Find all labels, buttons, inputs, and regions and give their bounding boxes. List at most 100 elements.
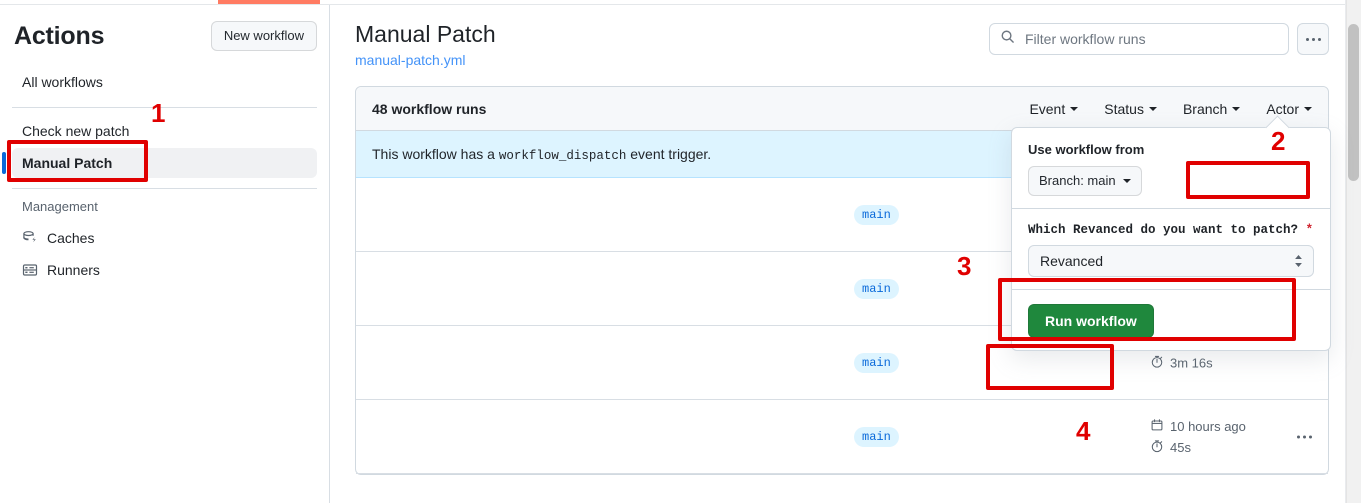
row-duration-text: 3m 16s — [1170, 355, 1213, 370]
dispatch-submit-section: Run workflow — [1012, 290, 1330, 350]
sidebar: Actions New workflow All workflows Check… — [0, 5, 330, 503]
dispatch-text-before: This workflow has a — [372, 145, 495, 162]
filter-actor-label: Actor — [1266, 100, 1299, 117]
filter-actor[interactable]: Actor — [1266, 101, 1312, 117]
main-content: Manual Patch manual-patch.yml — [331, 5, 1353, 503]
kebab-menu-icon — [1311, 37, 1315, 41]
table-row[interactable]: main 3m 16s — [356, 326, 1328, 400]
branch-select-label: Branch: main — [1039, 173, 1116, 188]
chevron-down-icon — [1070, 106, 1079, 111]
header-kebab-button[interactable] — [1297, 23, 1329, 55]
row-meta: 3m 16s — [1150, 354, 1268, 371]
runners-icon — [22, 262, 38, 278]
sidebar-section-management: Management — [22, 199, 98, 214]
sidebar-item-runners[interactable]: Runners — [12, 255, 317, 285]
table-row[interactable]: main — [356, 178, 1328, 252]
sidebar-header: Actions New workflow — [12, 5, 317, 51]
chevron-down-icon — [1232, 106, 1241, 111]
kebab-menu-icon — [1297, 435, 1300, 438]
row-updated-text: 10 hours ago — [1170, 418, 1246, 434]
row-duration: 3m 16s — [1150, 354, 1213, 371]
runs-panel-header: 48 workflow runs Event Status Branch — [356, 87, 1328, 131]
top-orange-indicator — [218, 0, 320, 4]
workflow-runs-panel: 48 workflow runs Event Status Branch — [355, 86, 1331, 475]
search-input[interactable] — [1023, 30, 1278, 48]
workflow-runs-count: 48 workflow runs — [372, 100, 487, 117]
workflow-header: Manual Patch manual-patch.yml — [355, 5, 1329, 68]
row-duration: 45s — [1150, 439, 1191, 456]
table-row[interactable]: main 10 hours ago — [356, 400, 1328, 474]
sidebar-item-all-workflows[interactable]: All workflows — [12, 67, 317, 97]
filter-branch[interactable]: Branch — [1182, 100, 1241, 117]
filter-event-label: Event — [1029, 100, 1066, 117]
filter-workflow-runs-box[interactable] — [989, 23, 1289, 55]
kebab-menu-icon — [1309, 435, 1312, 438]
sidebar-divider-2 — [12, 188, 317, 189]
run-workflow-dropdown-panel: Use workflow from Branch: main Which Rev… — [1011, 127, 1331, 351]
row-branch-badge[interactable]: main — [854, 352, 899, 373]
row-branch-badge[interactable]: main — [854, 278, 899, 299]
revanced-select-value: Revanced — [1040, 253, 1104, 269]
row-branch-badge[interactable]: main — [854, 426, 899, 447]
sidebar-item-label: Caches — [47, 230, 95, 246]
sidebar-divider-1 — [12, 107, 317, 108]
workflow-input-question: Which Revanced do you want to patch? * — [1028, 223, 1314, 237]
workflow-title-block: Manual Patch manual-patch.yml — [355, 19, 496, 68]
select-spinner-icon — [1293, 254, 1304, 268]
workflow-input-question-text: Which Revanced do you want to patch? — [1028, 223, 1299, 237]
sidebar-item-caches[interactable]: Caches — [12, 223, 317, 253]
filter-branch-label: Branch — [1182, 100, 1228, 117]
row-branch-badge[interactable]: main — [854, 204, 899, 225]
dispatch-text-after: event trigger. — [630, 145, 712, 162]
sidebar-item-label: All workflows — [22, 74, 103, 90]
chevron-down-icon — [1148, 106, 1157, 111]
kebab-menu-icon — [1305, 37, 1309, 41]
sidebar-workflow-list: All workflows Check new patch Manual Pat… — [2, 67, 317, 285]
branch-badge-label: main — [854, 352, 899, 373]
workflow-title: Manual Patch — [355, 21, 496, 47]
cache-icon — [22, 230, 38, 246]
new-workflow-button[interactable]: New workflow — [210, 21, 317, 51]
stopwatch-icon — [1150, 354, 1164, 371]
stopwatch-icon — [1150, 439, 1164, 456]
filter-event[interactable]: Event — [1029, 100, 1079, 117]
search-icon — [1000, 29, 1015, 49]
sidebar-item-label: Manual Patch — [22, 155, 113, 171]
kebab-menu-icon — [1317, 37, 1321, 41]
kebab-menu-icon — [1303, 435, 1306, 438]
sidebar-item-manual-patch[interactable]: Manual Patch — [2, 148, 317, 178]
calendar-icon — [1150, 418, 1164, 435]
revanced-select[interactable]: Revanced — [1028, 245, 1314, 277]
required-marker: * — [1305, 223, 1314, 237]
dispatch-banner-text: This workflow has a workflow_dispatch ev… — [372, 146, 711, 163]
row-meta: 10 hours ago 45s — [1150, 418, 1268, 456]
chevron-down-icon — [1304, 106, 1312, 111]
use-workflow-from-section: Use workflow from Branch: main — [1012, 128, 1330, 209]
page-scrollbar-track[interactable] — [1346, 0, 1361, 503]
row-updated: 10 hours ago — [1150, 418, 1246, 435]
branch-badge-label: main — [854, 204, 899, 225]
run-workflow-submit-button[interactable]: Run workflow — [1028, 304, 1154, 338]
sidebar-item-label: Runners — [47, 262, 100, 278]
branch-badge-label: main — [854, 426, 899, 447]
filter-status-label: Status — [1104, 100, 1144, 117]
branch-badge-label: main — [854, 278, 899, 299]
use-workflow-from-label: Use workflow from — [1028, 142, 1145, 157]
dispatch-event-code: workflow_dispatch — [498, 148, 627, 163]
page-title: Actions — [14, 21, 105, 50]
top-divider — [0, 4, 1361, 5]
table-row[interactable]: main — [356, 252, 1328, 326]
filter-status[interactable]: Status — [1104, 101, 1157, 117]
row-duration-text: 45s — [1170, 439, 1191, 455]
chevron-down-icon — [1122, 179, 1131, 183]
main-right-edge — [1345, 0, 1346, 503]
sidebar-item-check-new-patch[interactable]: Check new patch — [12, 116, 317, 146]
branch-select-button[interactable]: Branch: main — [1028, 166, 1142, 196]
runs-filter-group: Event Status Branch Actor — [1029, 101, 1312, 117]
sidebar-item-label: Check new patch — [22, 123, 130, 139]
row-kebab-button[interactable] — [1297, 435, 1312, 438]
page-scrollbar-thumb[interactable] — [1348, 24, 1359, 181]
workflow-file-link[interactable]: manual-patch.yml — [355, 52, 466, 68]
workflow-input-section: Which Revanced do you want to patch? * R… — [1012, 209, 1330, 290]
